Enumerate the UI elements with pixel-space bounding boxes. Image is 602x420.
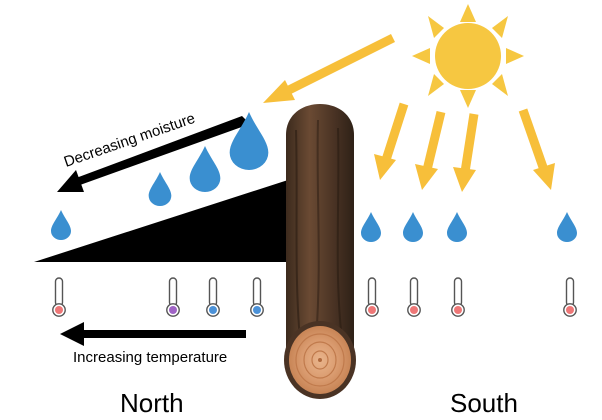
sun-ray-arrows [263,33,555,192]
water-drop-icon [447,212,467,242]
shadow-wedge [34,180,288,262]
water-drop-icon [361,212,381,242]
moisture-arrow [57,116,250,192]
thermometer-icon [407,277,421,317]
thermometers [52,277,577,317]
thermometer-icon [365,277,379,317]
thermometer-icon [166,277,180,317]
water-drop-icon [557,212,577,242]
thermometer-icon [52,277,66,317]
thermometer-icon [206,277,220,317]
water-drops-south [361,212,577,242]
arrow-icon [518,108,555,190]
arrow-icon [415,110,446,190]
water-drop-icon [403,212,423,242]
arrow-icon [263,33,396,103]
temperature-arrow [60,322,246,346]
log-icon [284,104,356,399]
thermometer-icon [563,277,577,317]
arrow-icon [453,113,479,192]
north-label: North [120,388,184,418]
increasing-temperature-label: Increasing temperature [73,349,227,366]
south-label: South [450,388,518,418]
water-drop-icon [189,146,221,192]
water-drop-icon [148,172,172,206]
thermometer-icon [451,277,465,317]
thermometer-icon [250,277,264,317]
water-drop-icon [51,210,71,240]
arrow-icon [374,102,409,180]
sun-icon [412,4,524,108]
